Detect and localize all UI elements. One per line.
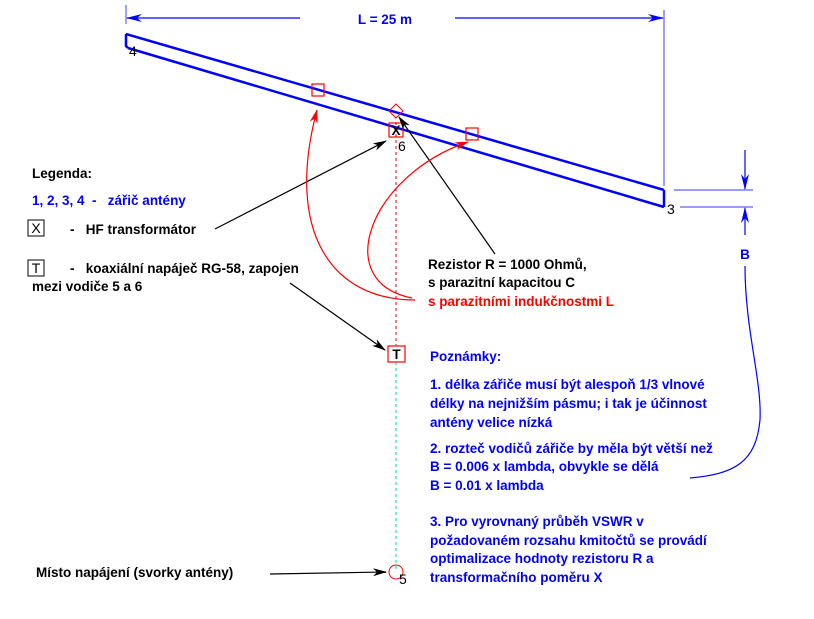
note-3-line-2: požadovaném rozsahu kmitočtů se provádí xyxy=(430,533,708,548)
feed-point-label: Místo napájení (svorky antény) xyxy=(36,565,233,580)
legend-x-box xyxy=(27,219,45,237)
legend-t-symbol: T xyxy=(32,260,41,276)
legend-x-desc: - HF transformátor xyxy=(70,222,197,237)
node-label-6: 6 xyxy=(398,138,406,154)
coax-t: T xyxy=(392,347,401,362)
legend-t-desc-2: mezi vodiče 5 a 6 xyxy=(32,279,143,294)
note-1-line-3: antény velice nízká xyxy=(430,415,553,430)
note-1-line-1: 1. délka zářiče musí být alespoň 1/3 vln… xyxy=(430,377,705,392)
feed-point-circle xyxy=(388,564,404,580)
transformer-x: X xyxy=(391,123,400,138)
notes: Poznámky: 1. délka zářiče musí být alesp… xyxy=(430,349,713,585)
node-diamond xyxy=(388,103,404,119)
legend-radiator: 1, 2, 3, 4 - zářič antény xyxy=(32,193,186,208)
resistor-note: Rezistor R = 1000 Ohmů, s parazitní kapa… xyxy=(428,257,614,309)
pointer-arrows xyxy=(214,116,496,577)
note-1-line-2: délky na nejnižším pásmu; i tak je účinn… xyxy=(430,396,707,411)
node-label-3: 3 xyxy=(667,201,675,217)
inductance-arrows xyxy=(306,109,469,301)
note-3-line-3: optimalizace hodnoty rezistoru R a xyxy=(430,551,654,566)
resistor-marker-right xyxy=(465,127,479,141)
node-label-4: 4 xyxy=(129,43,137,59)
resistor-marker-left xyxy=(311,83,325,97)
note-2-line-1: 2. rozteč vodičů zářiče by měla být větš… xyxy=(430,441,713,456)
legend-t-box xyxy=(27,259,45,277)
note-3-line-4: transformačního poměru X xyxy=(430,570,603,585)
dimension-l xyxy=(125,5,665,186)
transformer-symbol xyxy=(388,122,404,138)
note-3-line-1: 3. Pro vyrovnaný průběh VSWR v xyxy=(430,514,644,529)
dimension-b xyxy=(674,150,761,479)
dimension-b-label: B xyxy=(740,247,750,262)
legend-x-symbol: X xyxy=(31,220,41,236)
legend: Legenda: 1, 2, 3, 4 - zářič antény - HF … xyxy=(32,166,299,294)
legend-title: Legenda: xyxy=(32,166,92,181)
coax-symbol xyxy=(387,345,406,363)
node-label-5: 5 xyxy=(399,571,407,587)
antenna-radiator xyxy=(124,32,666,209)
dimension-l-label: L = 25 m xyxy=(358,12,412,27)
resistor-line-1: Rezistor R = 1000 Ohmů, xyxy=(428,257,587,272)
legend-t-desc-1: - koaxiální napáječ RG-58, zapojen xyxy=(70,261,299,276)
resistor-line-3: s parazitními indukčnostmi L xyxy=(428,294,614,309)
resistor-line-2: s parazitní kapacitou C xyxy=(428,275,575,290)
notes-title: Poznámky: xyxy=(430,349,501,364)
note-2-line-3: B = 0.01 x lambda xyxy=(430,478,544,493)
note-2-line-2: B = 0.006 x lambda, obvykle se dělá xyxy=(430,459,659,474)
